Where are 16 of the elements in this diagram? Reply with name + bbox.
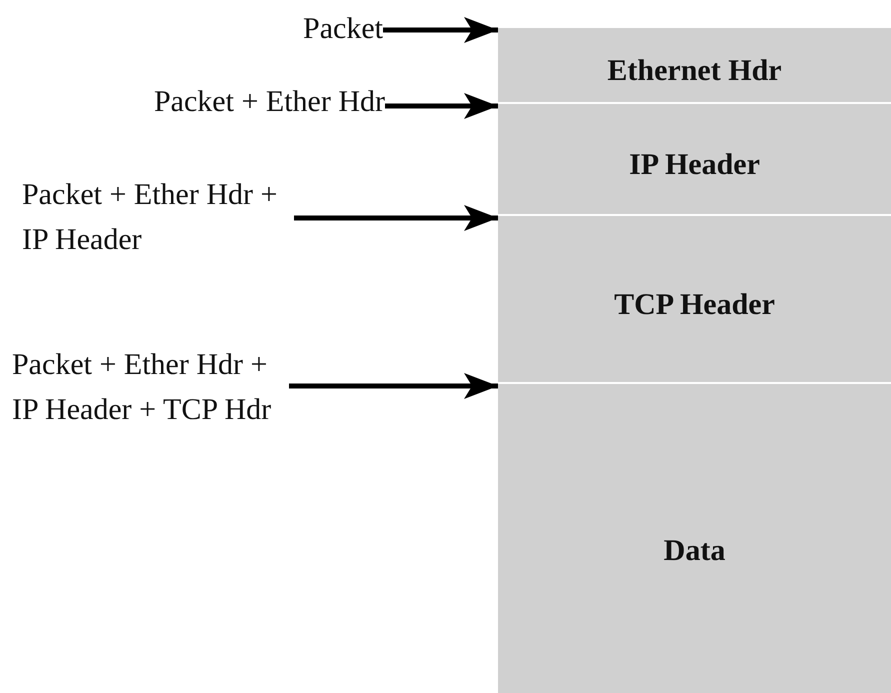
section-label: Ethernet Hdr bbox=[607, 54, 782, 88]
packet-section bbox=[498, 216, 891, 382]
packet-section bbox=[498, 384, 891, 693]
stage-label: Packet + Ether Hdr + IP Header + TCP Hdr bbox=[12, 342, 289, 432]
stage-label: Packet + Ether Hdr bbox=[40, 79, 385, 124]
arrow bbox=[289, 373, 498, 399]
stage-label: Packet + Ether Hdr + IP Header bbox=[22, 172, 294, 262]
arrow bbox=[383, 17, 498, 43]
section-label: TCP Header bbox=[614, 288, 775, 322]
arrow bbox=[385, 93, 498, 119]
section-label: Data bbox=[664, 534, 726, 568]
arrow bbox=[294, 205, 498, 231]
stage-label: Packet bbox=[200, 6, 383, 51]
section-label: IP Header bbox=[629, 148, 760, 182]
packet-section bbox=[498, 104, 891, 214]
packet-section bbox=[498, 28, 891, 102]
